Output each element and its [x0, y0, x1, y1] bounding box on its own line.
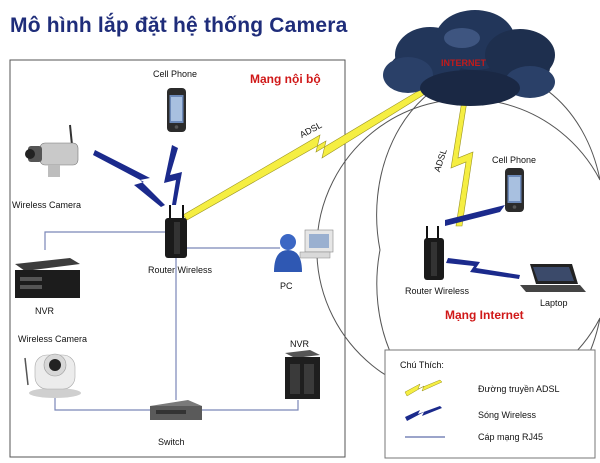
legend-adsl-label: Đường truyền ADSL — [478, 384, 560, 394]
lan-switch-label: Switch — [158, 437, 185, 447]
pc — [274, 229, 334, 272]
wireless-router-laptop — [446, 258, 520, 279]
router-wan — [424, 226, 444, 280]
page-title: Mô hình lắp đặt hệ thống Camera — [10, 14, 348, 37]
lan-frame — [9, 59, 346, 458]
lan-router-label: Router Wireless — [148, 265, 213, 275]
legend-heading: Chú Thích: — [400, 360, 444, 370]
lan-wireless-camera-2-label: Wireless Camera — [18, 334, 88, 344]
cable-switch-nvr2 — [200, 400, 299, 411]
internet-label: INTERNET — [441, 58, 486, 68]
lan-pc-label: PC — [280, 281, 293, 291]
cable-nvr1-router — [44, 231, 165, 250]
wireless-phone-router — [164, 145, 182, 205]
lan-nvr-2-label: NVR — [290, 339, 310, 349]
wireless-phone-router-wan — [445, 205, 505, 226]
wireless-camera1-router — [93, 150, 165, 207]
router-lan — [165, 205, 187, 258]
wan-router-label: Router Wireless — [405, 286, 470, 296]
lan-nvr-1-label: NVR — [35, 306, 55, 316]
legend-rj45-label: Cáp mạng RJ45 — [478, 432, 544, 442]
legend-wireless-label: Sóng Wireless — [478, 410, 537, 420]
nvr-2 — [285, 350, 320, 399]
lan-cell-phone-label: Cell Phone — [153, 69, 198, 79]
legend-box — [384, 349, 596, 459]
lan-wireless-camera-1-label: Wireless Camera — [12, 200, 82, 210]
wireless-camera-1 — [25, 124, 79, 177]
lan-zone-label: Mạng nội bộ — [250, 72, 321, 86]
rj45-cables — [44, 231, 299, 411]
wan-cell-phone-label: Cell Phone — [492, 155, 537, 165]
adsl-bolt-wan — [450, 81, 474, 227]
legend-symbols — [404, 379, 445, 438]
nvr-1 — [15, 258, 80, 298]
internet-cloud — [383, 10, 555, 106]
wan-zone-label: Mạng Internet — [445, 308, 524, 322]
laptop — [520, 264, 586, 292]
switch — [150, 400, 202, 420]
wireless-camera-2 — [24, 353, 81, 398]
adsl-bolt-lan — [182, 71, 455, 221]
wan-laptop-label: Laptop — [540, 298, 568, 308]
cell-phone-wan — [505, 168, 524, 212]
cell-phone-lan — [167, 88, 186, 132]
wireless-links — [93, 145, 520, 279]
